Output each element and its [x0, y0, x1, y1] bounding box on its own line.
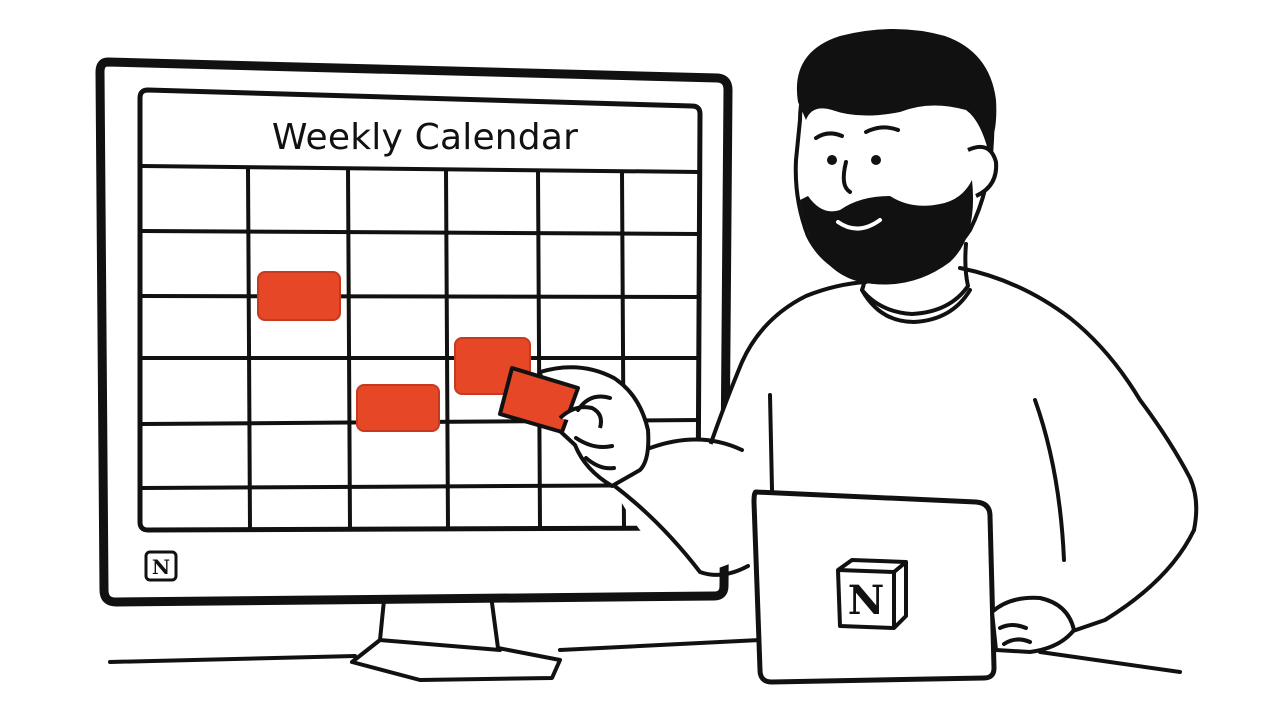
laptop-logo-icon: N	[836, 558, 908, 630]
held-event-card[interactable]	[498, 366, 580, 434]
calendar-title: Weekly Calendar	[271, 117, 579, 158]
calendar-event-1[interactable]	[257, 271, 341, 321]
monitor-logo-letter: N	[152, 555, 170, 579]
person-arm	[610, 437, 770, 577]
monitor-stand	[350, 586, 562, 682]
desk	[108, 638, 1182, 674]
person-head	[793, 29, 999, 285]
person-fingers	[558, 394, 616, 471]
person-other-hand	[990, 595, 1076, 654]
calendar-event-2[interactable]	[356, 384, 440, 432]
person	[700, 242, 1203, 650]
monitor-logo-icon: N	[144, 550, 178, 582]
laptop-logo-letter: N	[848, 577, 885, 624]
